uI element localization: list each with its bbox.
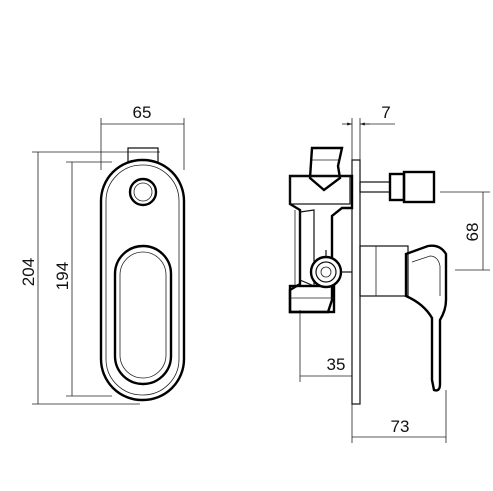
diverter-cap bbox=[127, 147, 159, 162]
inlet-stem bbox=[359, 181, 391, 193]
cartridge-port-inner bbox=[315, 261, 337, 283]
valve-body bbox=[288, 174, 354, 314]
lever bbox=[404, 244, 448, 392]
diverter-cartridge bbox=[308, 146, 344, 192]
diverter-knob-inner bbox=[133, 182, 153, 202]
front-view: 65 204 194 bbox=[19, 103, 186, 405]
total-depth-label: 73 bbox=[391, 417, 410, 436]
inlet-nut-1 bbox=[388, 172, 406, 202]
outlet-block bbox=[288, 284, 336, 314]
inlet-nut-2 bbox=[402, 170, 436, 204]
handle-escutcheon bbox=[359, 245, 409, 297]
width-label: 65 bbox=[133, 103, 152, 122]
lever-handle-inner bbox=[119, 251, 167, 379]
side-view: 7 68 35 73 bbox=[288, 103, 490, 443]
lever-handle bbox=[113, 244, 173, 386]
cover-plate-inner-edge bbox=[105, 164, 180, 396]
thickness-label: 7 bbox=[381, 103, 390, 122]
body-depth-label: 35 bbox=[327, 355, 346, 374]
cartridge-port-core bbox=[320, 266, 332, 278]
body-top-block bbox=[289, 175, 351, 205]
lever-highlight bbox=[411, 255, 441, 296]
offset-label: 68 bbox=[463, 223, 482, 242]
diverter-knob bbox=[128, 177, 158, 207]
plate-height-label: 194 bbox=[53, 262, 72, 290]
cover-plate bbox=[99, 158, 186, 402]
total-height-label: 204 bbox=[19, 258, 38, 286]
